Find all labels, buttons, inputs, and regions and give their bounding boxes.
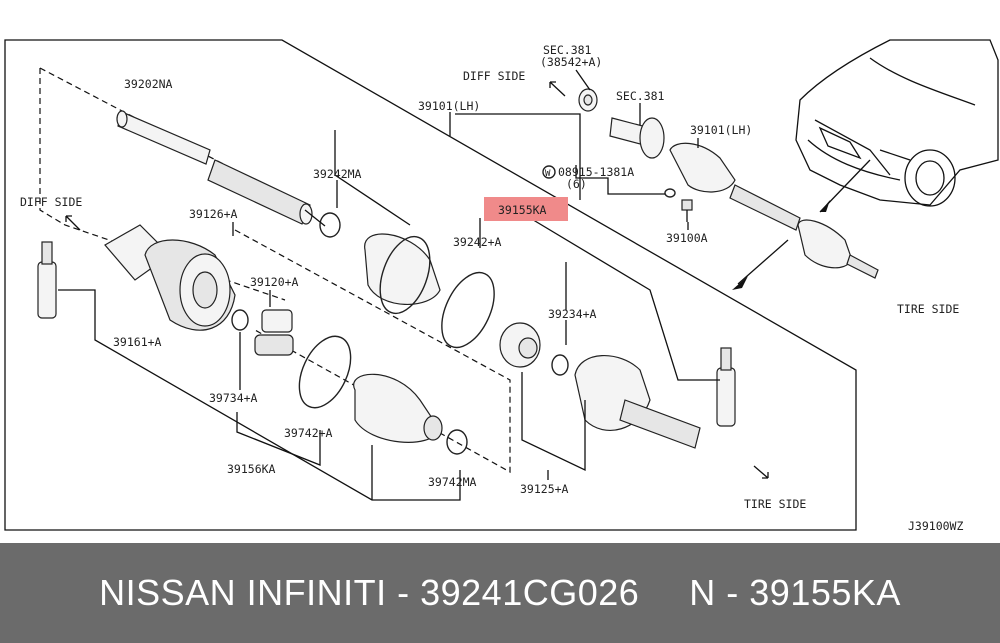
flange-sec381 <box>609 117 665 159</box>
bolt-39100A <box>681 199 693 222</box>
outer-joint-39125 <box>574 355 701 449</box>
label-39156KA: 39156KA <box>227 462 276 476</box>
label-08915-1381A: 08915-1381A <box>558 165 634 179</box>
label-39161A: 39161+A <box>113 335 162 349</box>
label-39100A: 39100A <box>666 231 708 245</box>
label-diff-side-top: DIFF SIDE <box>463 69 525 83</box>
shaft-39202NA <box>116 110 313 225</box>
highlight-box <box>484 197 568 221</box>
leader-lines <box>58 69 720 501</box>
dashed-bracket-shaft <box>39 68 286 301</box>
alt-part-number: N - 39155KA <box>689 572 901 613</box>
label-sec381-top: SEC.381 <box>543 43 592 57</box>
label-39120A: 39120+A <box>250 275 299 289</box>
diagram-frame <box>4 39 857 531</box>
inner-race-39125 <box>499 322 569 376</box>
label-diagram-code: J39100WZ <box>908 519 963 533</box>
label-39742A: 39742+A <box>284 426 333 440</box>
diff-side-arrow-icon <box>549 81 566 97</box>
snap-ring-39734 <box>231 309 249 331</box>
label-39734A: 39734+A <box>209 391 258 405</box>
label-sec381: SEC.381 <box>616 89 665 103</box>
part-number-banner: NISSAN INFINITI - 39241CG026 N - 39155KA <box>0 543 1000 643</box>
vehicle-illustration <box>795 39 999 207</box>
label-39101LH-right: 39101(LH) <box>690 123 752 137</box>
label-39155KA: 39155KA <box>498 203 547 217</box>
label-bolt-qty: (6) <box>566 177 587 191</box>
label-39242MA: 39242MA <box>313 167 362 181</box>
boot-band-39242A <box>441 271 495 349</box>
grease-tube-right <box>716 347 736 427</box>
boot-band-39742A <box>298 335 352 409</box>
label-bolt-prefix: W <box>545 169 551 179</box>
label-39234A: 39234+A <box>548 307 597 321</box>
label-39101LH-mid: 39101(LH) <box>418 99 480 113</box>
oem-part-number: NISSAN INFINITI - 39241CG026 <box>99 572 640 613</box>
boot-39742MA <box>353 373 468 455</box>
label-38542A: (38542+A) <box>540 55 602 69</box>
label-diff-side-left: DIFF SIDE <box>20 195 82 209</box>
washer-symbol-icon <box>542 165 556 179</box>
driveshaft-assembly-39101LH <box>669 142 879 279</box>
oil-seal-38542 <box>578 88 598 112</box>
label-39125A: 39125+A <box>520 482 569 496</box>
exploded-driveshaft-diagram: 39202NA 39101(LH) SEC.381 (38542+A) DIFF… <box>4 39 999 533</box>
boot-39242MA <box>364 233 441 315</box>
washer-icon <box>664 188 676 198</box>
label-39742MA: 39742MA <box>428 475 477 489</box>
label-tire-side-right: TIRE SIDE <box>897 302 959 316</box>
grease-tube-left <box>37 241 57 319</box>
arrow-tire-side <box>732 276 748 290</box>
tire-side-arrow-icon <box>753 465 769 479</box>
label-tire-side-bottom: TIRE SIDE <box>744 497 806 511</box>
tripod-39120 <box>254 309 294 356</box>
label-39126A: 39126+A <box>189 207 238 221</box>
diff-side-arrow-icon-left <box>65 215 81 231</box>
joint-housing-39161 <box>104 224 236 331</box>
label-39242A: 39242+A <box>453 235 502 249</box>
label-39202NA: 39202NA <box>124 77 173 91</box>
